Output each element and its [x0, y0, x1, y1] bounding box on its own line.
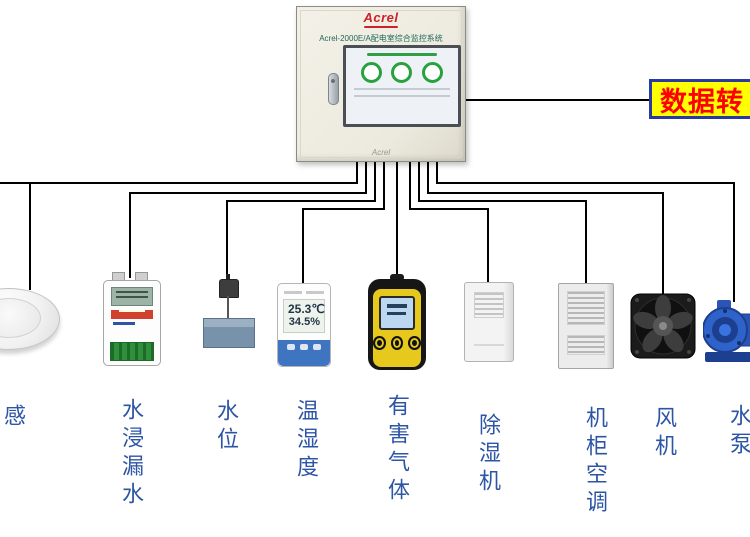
gas-nozzle: [390, 274, 404, 281]
data-transfer-box: 数据转: [649, 79, 750, 119]
wire-water-leak: [129, 160, 367, 278]
wire-dehumidifier: [409, 160, 489, 287]
tank-body: [203, 318, 255, 348]
label-gas: 有害气体: [385, 394, 410, 506]
wire-left-edge: [0, 160, 358, 184]
sensor-body: 25.3℃ 34.5%: [277, 283, 331, 367]
panel-seam: [474, 344, 504, 346]
hmi-touchscreen: [343, 45, 461, 127]
label-smoke: 感: [1, 404, 26, 432]
label-pump: 水泵: [727, 404, 750, 460]
wire-cabinet-ac: [418, 160, 587, 287]
detector-front: [373, 289, 422, 367]
temp-reading: 25.3℃: [288, 302, 325, 316]
wire-fan: [427, 160, 664, 297]
detector-body: [368, 279, 426, 370]
pump-graphic: [702, 300, 750, 362]
sensor-blue-panel: [278, 340, 330, 366]
gauge-icon: [422, 62, 444, 83]
module-logo-bar: [113, 322, 135, 325]
label-fan: 风机: [652, 406, 677, 462]
cabinet-air-conditioner: [558, 283, 614, 369]
module-body: [103, 280, 161, 366]
cabinet-lock-handle: [328, 73, 339, 105]
green-terminal-strip: [110, 342, 154, 361]
water-pump: [702, 298, 750, 364]
gauge-icon: [391, 62, 413, 83]
humidity-reading: 34.5%: [288, 316, 320, 328]
sensor-buttons: [278, 344, 330, 350]
detector-lcd: [379, 296, 415, 330]
sensor-tip: [226, 274, 230, 280]
fan-graphic: [630, 293, 696, 359]
sensor-head: [219, 279, 239, 298]
label-cabinet-ac: 机柜空调: [583, 406, 608, 518]
acrel-logo: Acrel: [297, 10, 465, 28]
gauge-icon: [360, 62, 382, 83]
wire-water-level: [226, 160, 376, 282]
cabinet-footer-brand: Acrel: [371, 148, 391, 157]
monitoring-cabinet: Acrel Acrel-2000E/A配电室综合监控系统 Acrel: [296, 6, 466, 162]
ac-body: [558, 283, 614, 369]
temp-humidity-sensor: 25.3℃ 34.5%: [277, 283, 331, 367]
data-transfer-label: 数据转: [660, 86, 744, 117]
axial-fan: [630, 293, 696, 359]
label-water-level: 水位: [214, 399, 239, 455]
module-red-stripe: [111, 310, 153, 319]
water-leak-module: [103, 272, 161, 366]
screen-table-line: [354, 95, 450, 97]
label-dehumidifier: 除湿机: [476, 413, 501, 497]
dehumidifier: [464, 282, 514, 362]
wire-pump: [436, 160, 735, 302]
sensor-top-row: [284, 288, 324, 296]
sensor-cable: [227, 296, 229, 318]
louver-vent-top: [567, 291, 605, 325]
wire-temp-humidity: [302, 160, 385, 288]
label-temp-humidity: 温湿度: [294, 399, 319, 483]
label-water-leak: 水浸漏水: [119, 398, 144, 510]
module-lcd: [111, 287, 153, 306]
screen-table-line: [354, 88, 450, 90]
detector-buttons: [373, 336, 422, 350]
screen-header-text-bar: [367, 53, 437, 56]
screen-gauges: [356, 62, 448, 83]
gas-detector: [368, 274, 426, 371]
dehumidifier-body: [464, 282, 514, 362]
sensor-lcd: 25.3℃ 34.5%: [283, 299, 325, 333]
louver-vent-bottom: [567, 335, 605, 355]
water-level-sensor: [203, 274, 269, 349]
smoke-detector: [0, 284, 60, 354]
vent-slots: [474, 292, 504, 318]
cabinet-title: Acrel-2000E/A配电室综合监控系统: [319, 34, 443, 43]
